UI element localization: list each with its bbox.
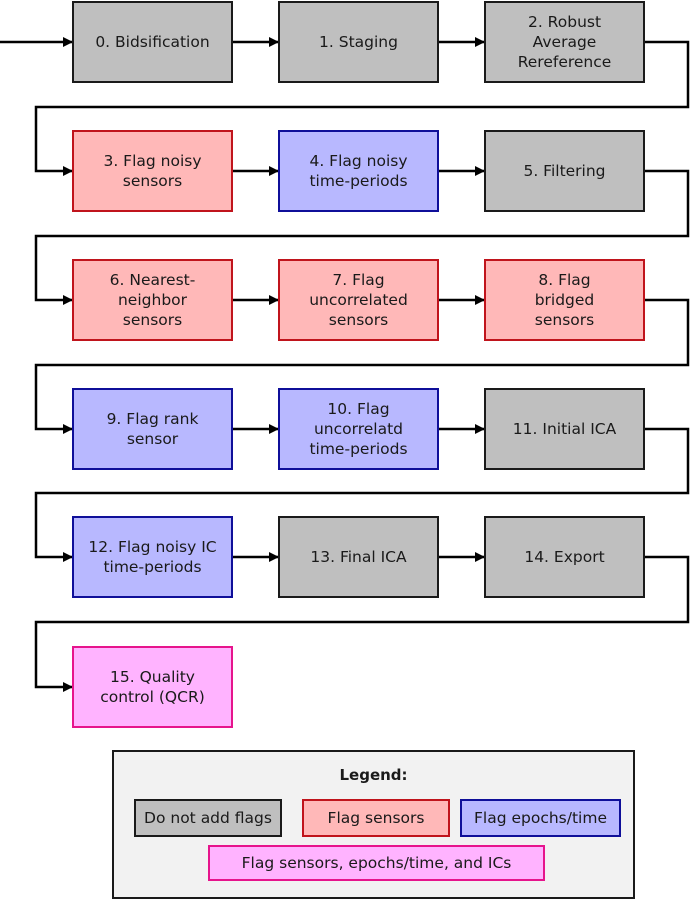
step-1-rect <box>278 1 439 83</box>
step-13-box: 13. Final ICA <box>278 516 439 598</box>
step-0-rect <box>72 1 233 83</box>
step-5-rect <box>484 130 645 212</box>
step-7-rect <box>278 259 439 341</box>
step-10-rect <box>278 388 439 470</box>
legend-flag-all: Flag sensors, epochs/time, and ICs <box>208 845 545 881</box>
step-4-label-line: time-periods <box>309 172 407 190</box>
step-14-rect <box>484 516 645 598</box>
step-6-label-line: sensors <box>123 311 182 329</box>
step-6-label-line: 6. Nearest- <box>110 271 196 289</box>
step-8-box: 8. Flag bridged sensors <box>484 259 645 341</box>
step-7-label-line: uncorrelated <box>309 291 408 309</box>
step-4-rect <box>278 130 439 212</box>
legend-title: Legend: <box>339 766 408 784</box>
step-10-box: 10. Flag uncorrelatd time-periods <box>278 388 439 470</box>
step-11-box: 11. Initial ICA <box>484 388 645 470</box>
step-15-label-line: control (QCR) <box>100 688 205 706</box>
step-5-label-line: 5. Filtering <box>523 162 605 180</box>
step-12-label-line: time-periods <box>103 558 201 576</box>
step-8-label-line: 8. Flag <box>538 271 590 289</box>
step-9-label-line: 9. Flag rank <box>107 410 199 428</box>
step-1-label-line: 1. Staging <box>319 33 398 51</box>
step-11-rect <box>484 388 645 470</box>
legend-flag-sensors: Flag sensors <box>302 799 450 837</box>
step-13-rect <box>278 516 439 598</box>
step-2-label-line: Rereference <box>518 53 612 71</box>
step-14-box: 14. Export <box>484 516 645 598</box>
step-7-label-line: 7. Flag <box>332 271 384 289</box>
arrow-11-to-12 <box>34 427 690 562</box>
step-3-label-line: sensors <box>123 172 182 190</box>
legend-no-flags: Do not add flags <box>134 799 282 837</box>
step-8-label-line: bridged <box>535 291 595 309</box>
arrow-5-to-6 <box>34 169 690 305</box>
step-7-box: 7. Flag uncorrelated sensors <box>278 259 439 341</box>
step-9-label-line: sensor <box>127 430 179 448</box>
step-9-box: 9. Flag rank sensor <box>72 388 233 470</box>
step-15-box: 15. Quality control (QCR) <box>72 646 233 728</box>
step-8-rect <box>484 259 645 341</box>
step-6-rect <box>72 259 233 341</box>
legend-flag-epochs: Flag epochs/time <box>460 799 621 837</box>
step-9-rect <box>72 388 233 470</box>
step-8-label-line: sensors <box>535 311 594 329</box>
step-15-rect <box>72 646 233 728</box>
step-14-label-line: 14. Export <box>524 548 604 566</box>
step-2-rect <box>484 1 645 83</box>
step-1-box: 1. Staging <box>278 1 439 83</box>
step-7-label-line: sensors <box>329 311 388 329</box>
step-4-box: 4. Flag noisy time-periods <box>278 130 439 212</box>
step-12-label-line: 12. Flag noisy IC <box>88 538 216 556</box>
step-nodes: 0. Bidsification 1. Staging 2. RobustAvera… <box>72 1 645 728</box>
step-0-label-line: 0. Bidsification <box>95 33 209 51</box>
step-5-box: 5. Filtering <box>484 130 645 212</box>
step-10-label-line: time-periods <box>309 440 407 458</box>
step-13-label-line: 13. Final ICA <box>310 548 407 566</box>
step-10-label-line: 10. Flag <box>327 400 389 418</box>
legend: Legend: Do not add flags Flag sensors Fl… <box>112 750 635 899</box>
step-2-label-line: Average <box>533 33 597 51</box>
step-3-label-line: 3. Flag noisy <box>103 152 201 170</box>
step-0-box: 0. Bidsification <box>72 1 233 83</box>
step-12-box: 12. Flag noisy IC time-periods <box>72 516 233 598</box>
arrow-8-to-9 <box>34 298 690 434</box>
arrow-2-to-3 <box>34 40 690 176</box>
step-3-box: 3. Flag noisy sensors <box>72 130 233 212</box>
step-3-rect <box>72 130 233 212</box>
step-2-label-line: 2. Robust <box>528 13 601 31</box>
step-6-box: 6. Nearest-neighbor sensors <box>72 259 233 341</box>
arrow-14-to-15 <box>34 555 690 692</box>
step-12-rect <box>72 516 233 598</box>
step-11-label-line: 11. Initial ICA <box>513 420 617 438</box>
step-4-label-line: 4. Flag noisy <box>309 152 407 170</box>
pipeline-diagram: 0. Bidsification 1. Staging 2. RobustAvera… <box>0 1 690 728</box>
connectors <box>0 37 690 692</box>
step-10-label-line: uncorrelatd <box>314 420 403 438</box>
step-15-label-line: 15. Quality <box>110 668 195 686</box>
step-6-label-line: neighbor <box>118 291 188 309</box>
